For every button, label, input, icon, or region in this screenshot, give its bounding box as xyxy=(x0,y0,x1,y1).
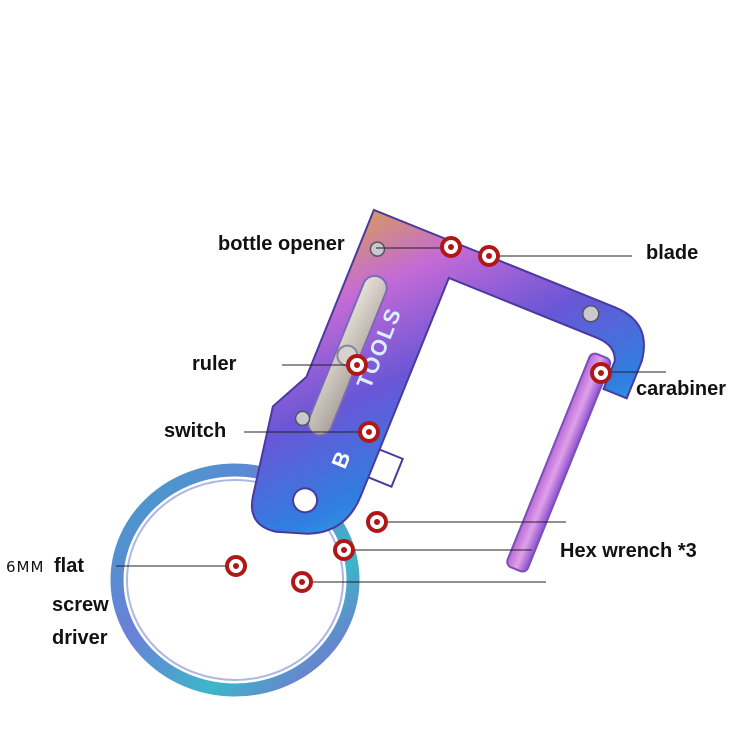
label-bottle-opener: bottle opener xyxy=(218,233,345,255)
marker-blade xyxy=(478,245,500,267)
label-driver: driver xyxy=(52,627,108,649)
label-ruler: ruler xyxy=(192,353,237,375)
label-hex-wrench: Hex wrench *3 xyxy=(560,540,697,562)
marker-hex-wrench-2 xyxy=(333,539,355,561)
marker-bottle-opener xyxy=(440,236,462,258)
marker-hex-wrench-1 xyxy=(366,511,388,533)
label-flat-size: 6MM xyxy=(6,558,45,576)
label-carabiner: carabiner xyxy=(636,378,727,400)
key-ring xyxy=(110,463,360,697)
marker-ruler xyxy=(346,354,368,376)
label-flat: flat xyxy=(54,555,84,577)
marker-carabiner xyxy=(590,362,612,384)
label-blade: blade xyxy=(646,242,699,264)
leader-lines xyxy=(116,247,666,583)
callout-markers xyxy=(225,236,612,593)
marker-flat-screwdriver xyxy=(225,555,247,577)
label-switch: switch xyxy=(164,420,227,442)
marker-hex-wrench-3 xyxy=(291,571,313,593)
label-screw: screw xyxy=(52,594,109,616)
tool-body xyxy=(251,208,645,573)
marker-switch xyxy=(358,421,380,443)
